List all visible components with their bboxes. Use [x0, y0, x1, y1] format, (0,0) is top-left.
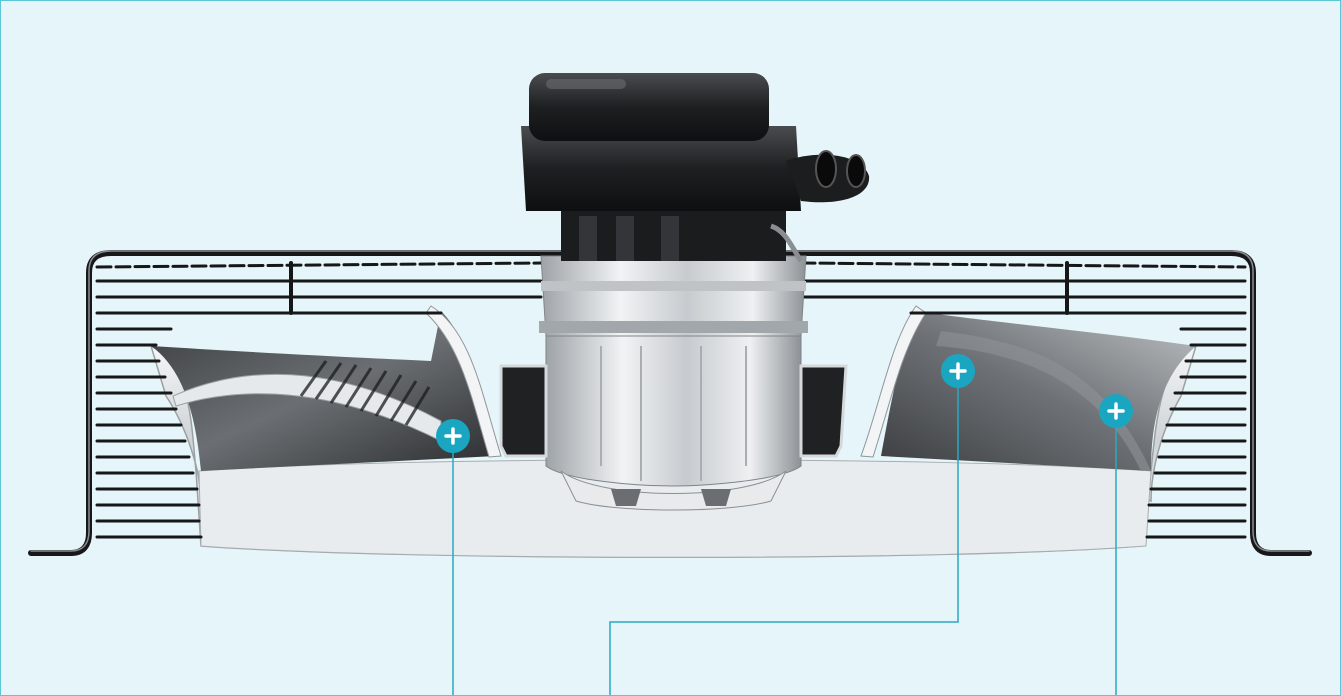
leader-line-impeller-right	[609, 371, 959, 695]
terminal-box	[521, 73, 870, 263]
leader-lines	[452, 371, 1117, 695]
plus-icon	[949, 362, 967, 380]
hotspot-impeller-left[interactable]	[436, 419, 470, 453]
hotspot-impeller-right[interactable]	[941, 354, 975, 388]
impeller-blade-right	[860, 305, 1196, 471]
motor	[499, 255, 848, 511]
impeller-blade-left	[151, 305, 502, 471]
hotspot-inlet-nozzle[interactable]	[1099, 394, 1133, 428]
plus-icon	[444, 427, 462, 445]
plus-icon	[1107, 402, 1125, 420]
